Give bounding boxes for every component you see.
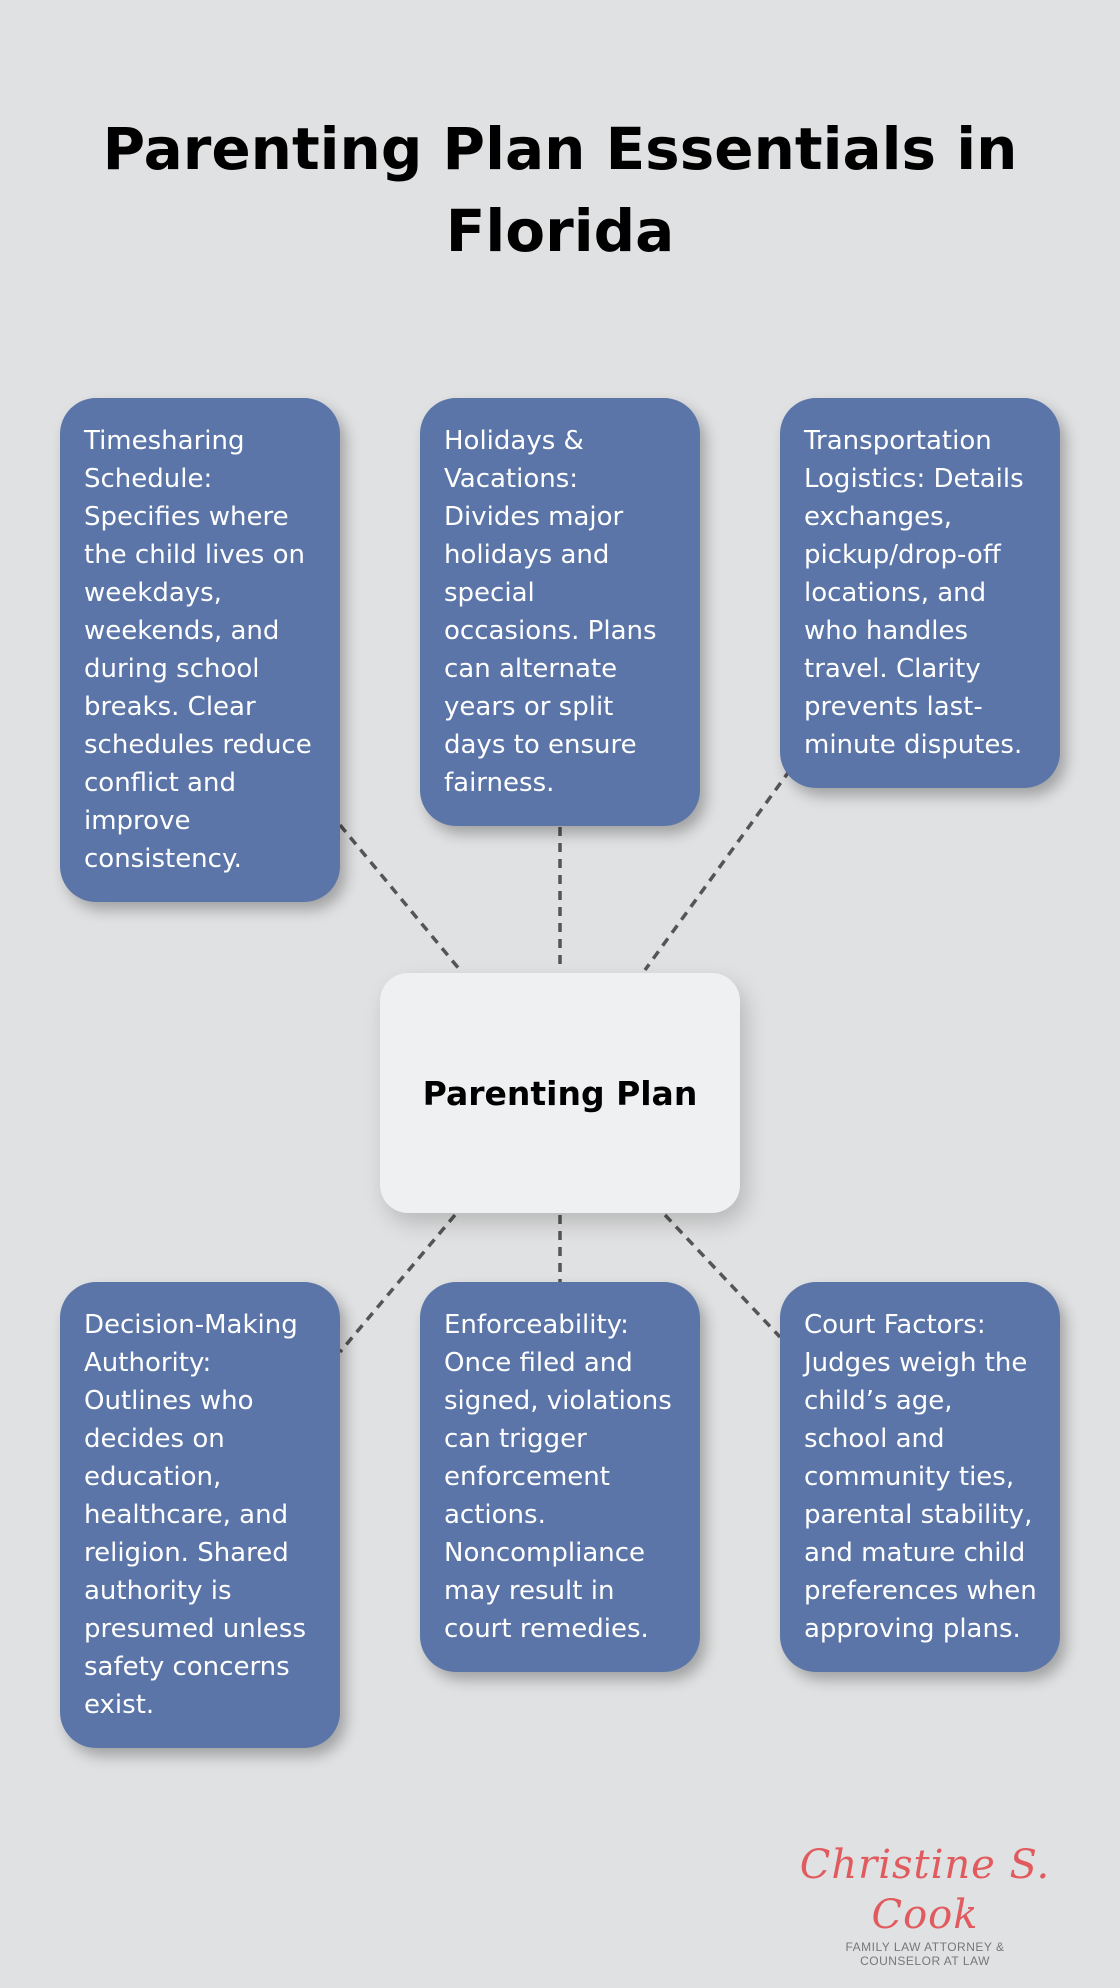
firm-logo: Christine S. Cook FAMILY LAW ATTORNEY & …: [780, 1840, 1070, 1968]
connector-timesharing: [338, 823, 462, 972]
card-timesharing-schedule: Timesharing Schedule: Specifies where th…: [60, 398, 340, 902]
card-holidays-vacations: Holidays & Vacations: Divides major holi…: [420, 398, 700, 826]
card-transportation-logistics: Transportation Logistics: Details exchan…: [780, 398, 1060, 788]
center-node: Parenting Plan: [380, 973, 740, 1213]
logo-subtitle-line2: COUNSELOR AT LAW: [860, 1954, 990, 1968]
card-enforceability: Enforceability: Once filed and signed, v…: [420, 1282, 700, 1672]
connector-decision-making: [338, 1213, 457, 1354]
card-decision-making-authority: Decision-Making Authority: Outlines who …: [60, 1282, 340, 1748]
connector-court-factors: [663, 1213, 782, 1339]
logo-subtitle-line1: FAMILY LAW ATTORNEY &: [845, 1940, 1005, 1954]
card-court-factors: Court Factors: Judges weigh the child’s …: [780, 1282, 1060, 1672]
center-node-label: Parenting Plan: [422, 1073, 698, 1113]
diagram-title: Parenting Plan Essentials in Florida: [102, 115, 1018, 265]
logo-signature: Christine S. Cook: [799, 1842, 1051, 1938]
